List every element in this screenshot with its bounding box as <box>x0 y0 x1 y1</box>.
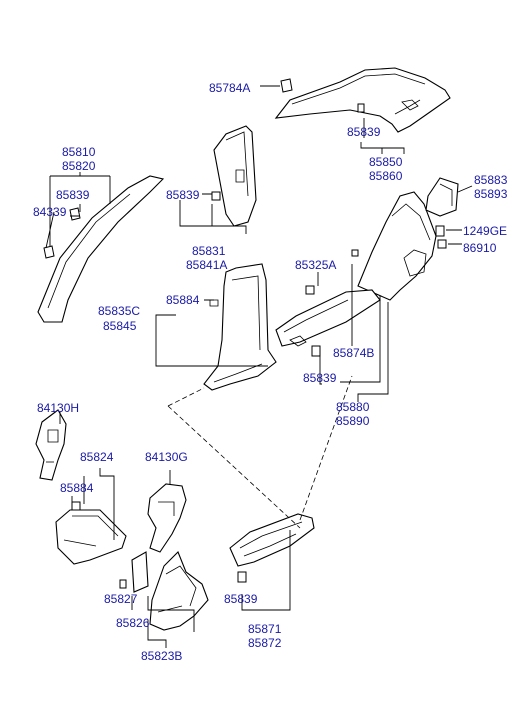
part-84130G <box>147 483 187 553</box>
label-85839-a-pillar: 85839 <box>56 188 90 202</box>
part-85883-cover <box>425 177 459 249</box>
label-85871: 85871 <box>248 622 282 636</box>
part-a-pillar-trim <box>37 175 165 323</box>
label-84339: 84339 <box>33 205 67 219</box>
label-85839-roof: 85839 <box>347 125 381 139</box>
label-85826: 85826 <box>116 616 150 630</box>
label-85824: 85824 <box>80 450 114 464</box>
part-85823B <box>149 551 209 631</box>
label-85874B: 85874B <box>333 346 374 360</box>
part-84130H <box>35 409 67 481</box>
label-1249GE: 1249GE <box>463 224 507 238</box>
label-84130H: 84130H <box>37 401 79 415</box>
label-85883: 85883 <box>474 173 508 187</box>
assembly-line-sill <box>299 375 353 521</box>
part-rear-quarter-trim <box>275 191 437 357</box>
part-b-pillar-upper <box>211 125 257 227</box>
assembly-line-lower <box>167 405 301 529</box>
label-85872: 85872 <box>248 636 282 650</box>
label-85835C: 85835C <box>98 304 140 318</box>
label-85860: 85860 <box>369 169 403 183</box>
part-85824 <box>55 501 127 565</box>
part-b-pillar-lower <box>203 263 277 391</box>
label-85839-rear: 85839 <box>303 371 337 385</box>
label-85827: 85827 <box>104 592 138 606</box>
label-85845: 85845 <box>103 319 137 333</box>
label-85784A: 85784A <box>209 81 250 95</box>
part-85871-sill <box>229 513 315 583</box>
label-85839-sill: 85839 <box>224 592 258 606</box>
label-85823B: 85823B <box>141 649 182 663</box>
label-85893: 85893 <box>474 187 508 201</box>
leader-lines <box>45 85 473 648</box>
label-85850: 85850 <box>369 155 403 169</box>
label-85831: 85831 <box>192 244 226 258</box>
label-85884-kick: 85884 <box>60 481 94 495</box>
part-85784A-clip <box>280 78 293 93</box>
label-85820: 85820 <box>62 159 96 173</box>
label-85325A: 85325A <box>295 258 336 272</box>
label-85839-b-pillar: 85839 <box>166 188 200 202</box>
label-85884-b-pillar: 85884 <box>166 293 200 307</box>
label-85810: 85810 <box>62 145 96 159</box>
label-86910: 86910 <box>463 241 497 255</box>
label-84130G: 84130G <box>145 450 188 464</box>
label-85880: 85880 <box>336 400 370 414</box>
assembly-line-upper <box>167 387 205 407</box>
label-85841A: 85841A <box>186 258 227 272</box>
part-labels: 85784A 85839 85850 85860 85810 85820 858… <box>33 81 508 663</box>
part-85827 <box>119 551 149 593</box>
part-roof-side-trim <box>274 67 451 133</box>
label-85890: 85890 <box>336 414 370 428</box>
